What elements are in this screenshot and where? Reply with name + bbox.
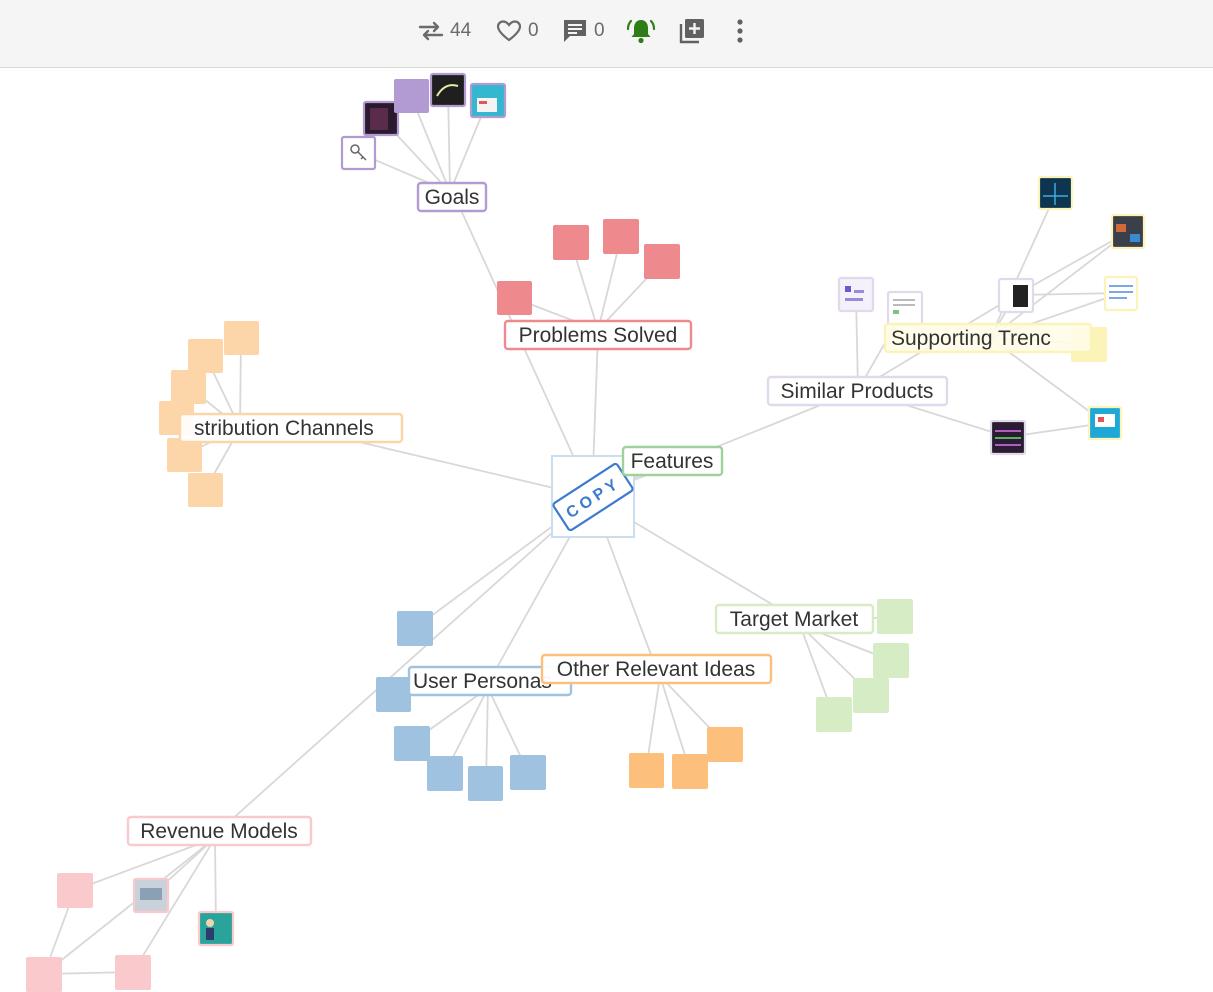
problem-item[interactable] [553, 225, 589, 260]
heart-icon [496, 20, 522, 42]
notification-bell-button[interactable] [626, 14, 656, 48]
more-vertical-icon [737, 19, 743, 43]
comment-icon [564, 20, 586, 42]
revenue-item[interactable] [115, 955, 151, 990]
revenue-models-children[interactable] [26, 873, 235, 992]
repost-button[interactable]: 44 [418, 14, 471, 48]
persona-item[interactable] [397, 611, 433, 646]
target-item[interactable] [873, 643, 909, 678]
like-count: 0 [528, 20, 539, 41]
add-to-collection-button[interactable] [678, 14, 706, 48]
revenue-item[interactable] [26, 957, 62, 992]
topic-label: Supporting Trenc [891, 327, 1051, 350]
persona-item[interactable] [510, 755, 546, 790]
problems-children[interactable] [497, 219, 680, 315]
distribution-item[interactable] [188, 339, 223, 373]
bell-ringing-icon [626, 19, 656, 44]
topic-node-features[interactable]: Features [621, 445, 724, 477]
topic-label: Other Relevant Ideas [557, 658, 755, 681]
topic-node-other-relevant-ideas[interactable]: Other Relevant Ideas [540, 653, 773, 685]
idea-item[interactable] [707, 727, 743, 762]
topic-node-target-market[interactable]: Target Market [714, 603, 875, 635]
comment-count: 0 [594, 20, 605, 41]
center-node[interactable]: COPY [551, 455, 635, 538]
distribution-item[interactable] [224, 321, 259, 355]
trend-thumbnail[interactable] [1103, 275, 1139, 312]
persona-item[interactable] [394, 726, 430, 761]
mind-map-canvas[interactable]: COPY Goals Problems Solved [0, 68, 1213, 992]
target-market-children[interactable] [816, 599, 913, 732]
persona-item[interactable] [468, 766, 503, 801]
idea-item[interactable] [629, 753, 664, 788]
problem-item[interactable] [497, 281, 532, 315]
other-ideas-children[interactable] [629, 727, 743, 789]
trends-children[interactable] [1037, 175, 1146, 441]
topic-node-user-personas[interactable]: User Personas [407, 665, 573, 697]
user-personas-children[interactable] [376, 611, 546, 801]
topic-node-distribution-channels[interactable]: stribution Channels [178, 412, 404, 444]
topic-label: Similar Products [781, 380, 934, 403]
distribution-item[interactable] [171, 370, 206, 404]
similar-products-children[interactable] [837, 276, 1035, 456]
goals-children[interactable] [340, 72, 507, 171]
topic-label: Goals [425, 186, 480, 209]
distribution-item[interactable] [167, 438, 202, 472]
repost-count: 44 [450, 20, 472, 41]
key-icon [350, 144, 367, 161]
topic-node-supporting-trends[interactable]: Supporting Trenc [883, 322, 1093, 354]
more-options-button[interactable] [733, 14, 747, 48]
library-add-icon [679, 19, 704, 44]
topic-label: stribution Channels [194, 417, 374, 440]
topic-label: Problems Solved [519, 324, 678, 347]
distribution-children[interactable] [159, 321, 259, 507]
topic-node-goals[interactable]: Goals [416, 181, 488, 213]
product-thumbnail[interactable] [837, 276, 875, 313]
revenue-thumbnail[interactable] [197, 910, 235, 947]
problem-item[interactable] [603, 219, 639, 254]
persona-item[interactable] [376, 677, 411, 712]
target-item[interactable] [877, 599, 913, 634]
topic-label: Features [631, 450, 714, 473]
topic-node-revenue-models[interactable]: Revenue Models [126, 815, 313, 847]
comment-button[interactable]: 0 [562, 14, 605, 48]
toolbar: 44 0 0 [0, 0, 1213, 68]
like-button[interactable]: 0 [496, 14, 539, 48]
target-item[interactable] [853, 678, 889, 713]
repost-icon [418, 21, 444, 41]
distribution-item[interactable] [188, 473, 223, 507]
topic-label: Revenue Models [140, 820, 298, 843]
topic-node-similar-products[interactable]: Similar Products [766, 375, 949, 407]
problem-item[interactable] [644, 244, 680, 279]
idea-item[interactable] [672, 754, 708, 789]
topic-node-problems-solved[interactable]: Problems Solved [503, 319, 693, 351]
topic-label: User Personas [413, 670, 552, 693]
topic-label: Target Market [730, 608, 859, 631]
revenue-item[interactable] [57, 873, 93, 908]
goal-thumbnail[interactable] [429, 72, 467, 108]
product-thumbnail[interactable] [886, 290, 924, 327]
target-item[interactable] [816, 697, 852, 732]
goal-thumbnail[interactable] [394, 79, 429, 113]
persona-item[interactable] [427, 756, 463, 791]
